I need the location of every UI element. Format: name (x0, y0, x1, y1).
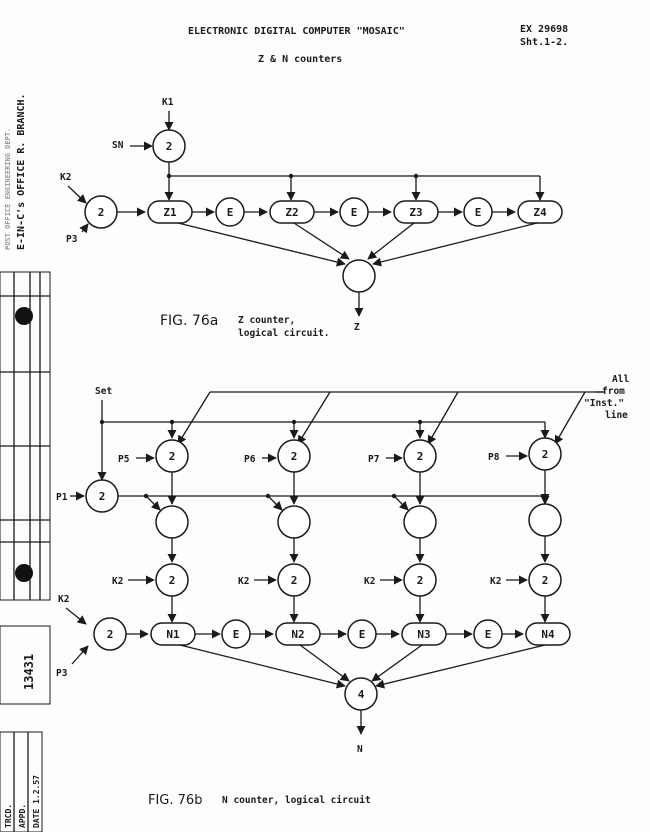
all-from-label: "Inst." (584, 398, 624, 409)
counter-label: N2 (291, 628, 304, 641)
e-label: E (227, 206, 234, 219)
all-from-label: from (602, 386, 625, 397)
input-sn: SN (112, 140, 124, 151)
input-k2: K2 (364, 576, 375, 587)
number-box (0, 625, 51, 705)
appd-label: APPD. (18, 804, 27, 828)
gate-threshold: 2 (291, 574, 298, 587)
counter-label: N4 (541, 628, 555, 641)
input-k2: K2 (58, 594, 69, 605)
gate-threshold: 2 (107, 628, 114, 641)
fig-76a-caption-2: logical circuit. (238, 328, 330, 339)
dept-stamp: POST OFFICE ENGINEERING DEPT. (4, 128, 12, 250)
e-label: E (475, 206, 482, 219)
flip-flop (277, 505, 311, 539)
sheet-subtitle: Z & N counters (258, 54, 342, 65)
flip-flop (528, 503, 562, 537)
counter-label: Z2 (285, 206, 298, 219)
drawing-number: 13431 (22, 654, 36, 690)
left-margin: E-IN-C's OFFICE R. BRANCH. POST OFFICE E… (0, 93, 51, 833)
input-k2: K2 (60, 172, 71, 183)
gate-threshold: 4 (358, 688, 365, 701)
counter-label: Z4 (533, 206, 547, 219)
gate-threshold: 2 (98, 206, 105, 219)
input-k2: K2 (238, 576, 249, 587)
counter-n4 (525, 622, 571, 646)
e-label: E (233, 628, 240, 641)
counter-label: N3 (417, 628, 430, 641)
pulse-p8: P8 (488, 452, 500, 463)
input-p3: P3 (66, 234, 78, 245)
date-label: DATE 1.2.57 (32, 775, 41, 828)
gate-threshold: 2 (169, 450, 176, 463)
input-p1: P1 (56, 492, 68, 503)
input-p3: P3 (56, 668, 68, 679)
input-k2: K2 (112, 576, 123, 587)
counter-label: Z3 (409, 206, 422, 219)
sheet-title: ELECTRONIC DIGITAL COMPUTER "MOSAIC" (188, 26, 405, 37)
e-label: E (351, 206, 358, 219)
input-k2: K2 (490, 576, 501, 587)
punch-hole (15, 564, 33, 582)
fig-76b-number: FIG. 76b (148, 793, 202, 808)
counter-label: N1 (166, 628, 180, 641)
flip-flop (155, 505, 189, 539)
filing-strip (0, 271, 51, 601)
gate-threshold: 2 (417, 574, 424, 587)
gate-threshold: 2 (542, 574, 549, 587)
punch-hole (15, 307, 33, 325)
fig-76a-caption-1: Z counter, (238, 315, 295, 326)
output-z: Z (354, 322, 360, 333)
gate-threshold: 2 (166, 140, 173, 153)
pulse-p7: P7 (368, 454, 379, 465)
gate-threshold: 2 (99, 490, 106, 503)
e-label: E (485, 628, 492, 641)
all-from-label: line (605, 410, 628, 421)
gate-threshold: 2 (542, 448, 549, 461)
counter-z4 (517, 200, 563, 224)
e-label: E (359, 628, 366, 641)
drawing-reference: EX 29698 (520, 24, 568, 35)
fig-76b-caption: N counter, logical circuit (222, 795, 371, 806)
fig-76a-z-counter: K1 SN 2 K2 P3 2 Z1 E Z2 E (60, 97, 563, 339)
trcd-label: TRCD. (4, 804, 13, 828)
pulse-p5: P5 (118, 454, 130, 465)
office-stamp: E-IN-C's OFFICE R. BRANCH. (16, 93, 27, 250)
input-k1: K1 (162, 97, 174, 108)
output-n: N (357, 744, 363, 755)
all-from-label: All (612, 374, 629, 385)
counter-label: Z1 (163, 206, 177, 219)
gate-threshold: 2 (417, 450, 424, 463)
flip-flop (403, 505, 437, 539)
input-set: Set (95, 386, 112, 397)
output-gate (342, 259, 376, 293)
sheet-number: Sht.1-2. (520, 37, 568, 48)
gate-threshold: 2 (169, 574, 176, 587)
fig-76a-number: FIG. 76a (160, 313, 218, 329)
fig-76b-n-counter: Set All from "Inst." line P5 2 P6 2 P7 (56, 374, 629, 808)
gate-threshold: 2 (291, 450, 298, 463)
pulse-p6: P6 (244, 454, 256, 465)
